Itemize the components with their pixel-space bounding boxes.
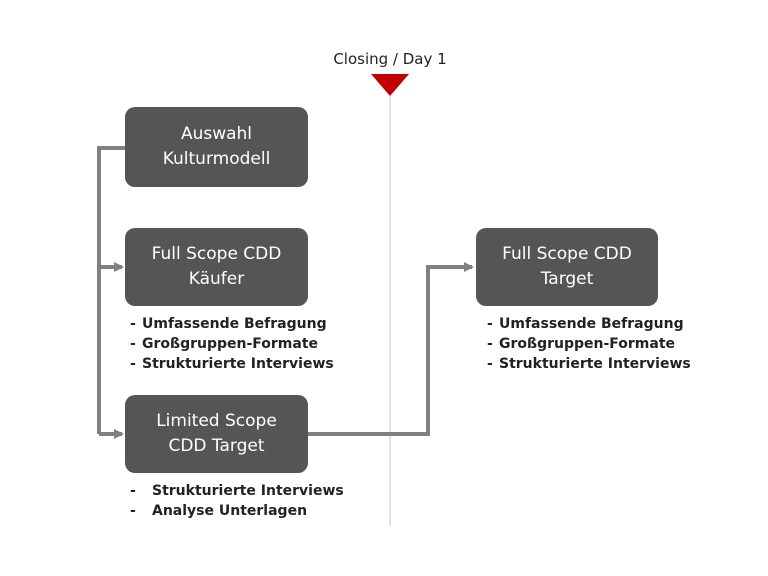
- node-auswahl-line-2: Kulturmodell: [162, 149, 271, 169]
- node-full-scope-cdd-target: Full Scope CDD Target: [476, 228, 658, 306]
- list-item: -Strukturierte Interviews: [487, 356, 691, 372]
- list-item: -Großgruppen-Formate: [487, 336, 676, 352]
- node-auswahl-line-1: Auswahl: [180, 124, 253, 144]
- full-target-bullet-list: -Umfassende Befragung -Großgruppen-Forma…: [487, 314, 691, 374]
- node-auswahl-kulturmodell: Auswahl Kulturmodell: [125, 107, 308, 187]
- full-kaeufer-bullet-list: -Umfassende Befragung -Großgruppen-Forma…: [130, 314, 334, 374]
- node-full-kaeufer-line-1: Full Scope CDD: [151, 244, 282, 264]
- node-limited-target-line-2: CDD Target: [168, 436, 265, 456]
- node-full-kaeufer-line-2: Käufer: [188, 269, 245, 289]
- node-full-target-line-2: Target: [540, 269, 594, 289]
- node-limited-scope-cdd-target: Limited Scope CDD Target: [125, 395, 308, 473]
- list-item: -Umfassende Befragung: [130, 316, 327, 332]
- connector-limited-to-full-target: [308, 262, 474, 436]
- list-item: -Analyse Unterlagen: [130, 503, 308, 519]
- list-item: -Großgruppen-Formate: [130, 336, 319, 352]
- list-item: -Umfassende Befragung: [487, 316, 684, 332]
- node-full-target-line-1: Full Scope CDD: [502, 244, 632, 264]
- list-item: -Strukturierte Interviews: [130, 356, 334, 372]
- node-limited-target-line-1: Limited Scope: [156, 411, 277, 431]
- limited-target-bullet-list: -Strukturierte Interviews -Analyse Unter…: [130, 481, 344, 521]
- connector-auswahl-trunk: [97, 146, 126, 434]
- list-item: -Strukturierte Interviews: [130, 483, 344, 499]
- milestone-label: Closing / Day 1: [333, 50, 447, 68]
- node-full-scope-cdd-kaeufer: Full Scope CDD Käufer: [125, 228, 308, 306]
- milestone-marker-icon: [371, 74, 409, 96]
